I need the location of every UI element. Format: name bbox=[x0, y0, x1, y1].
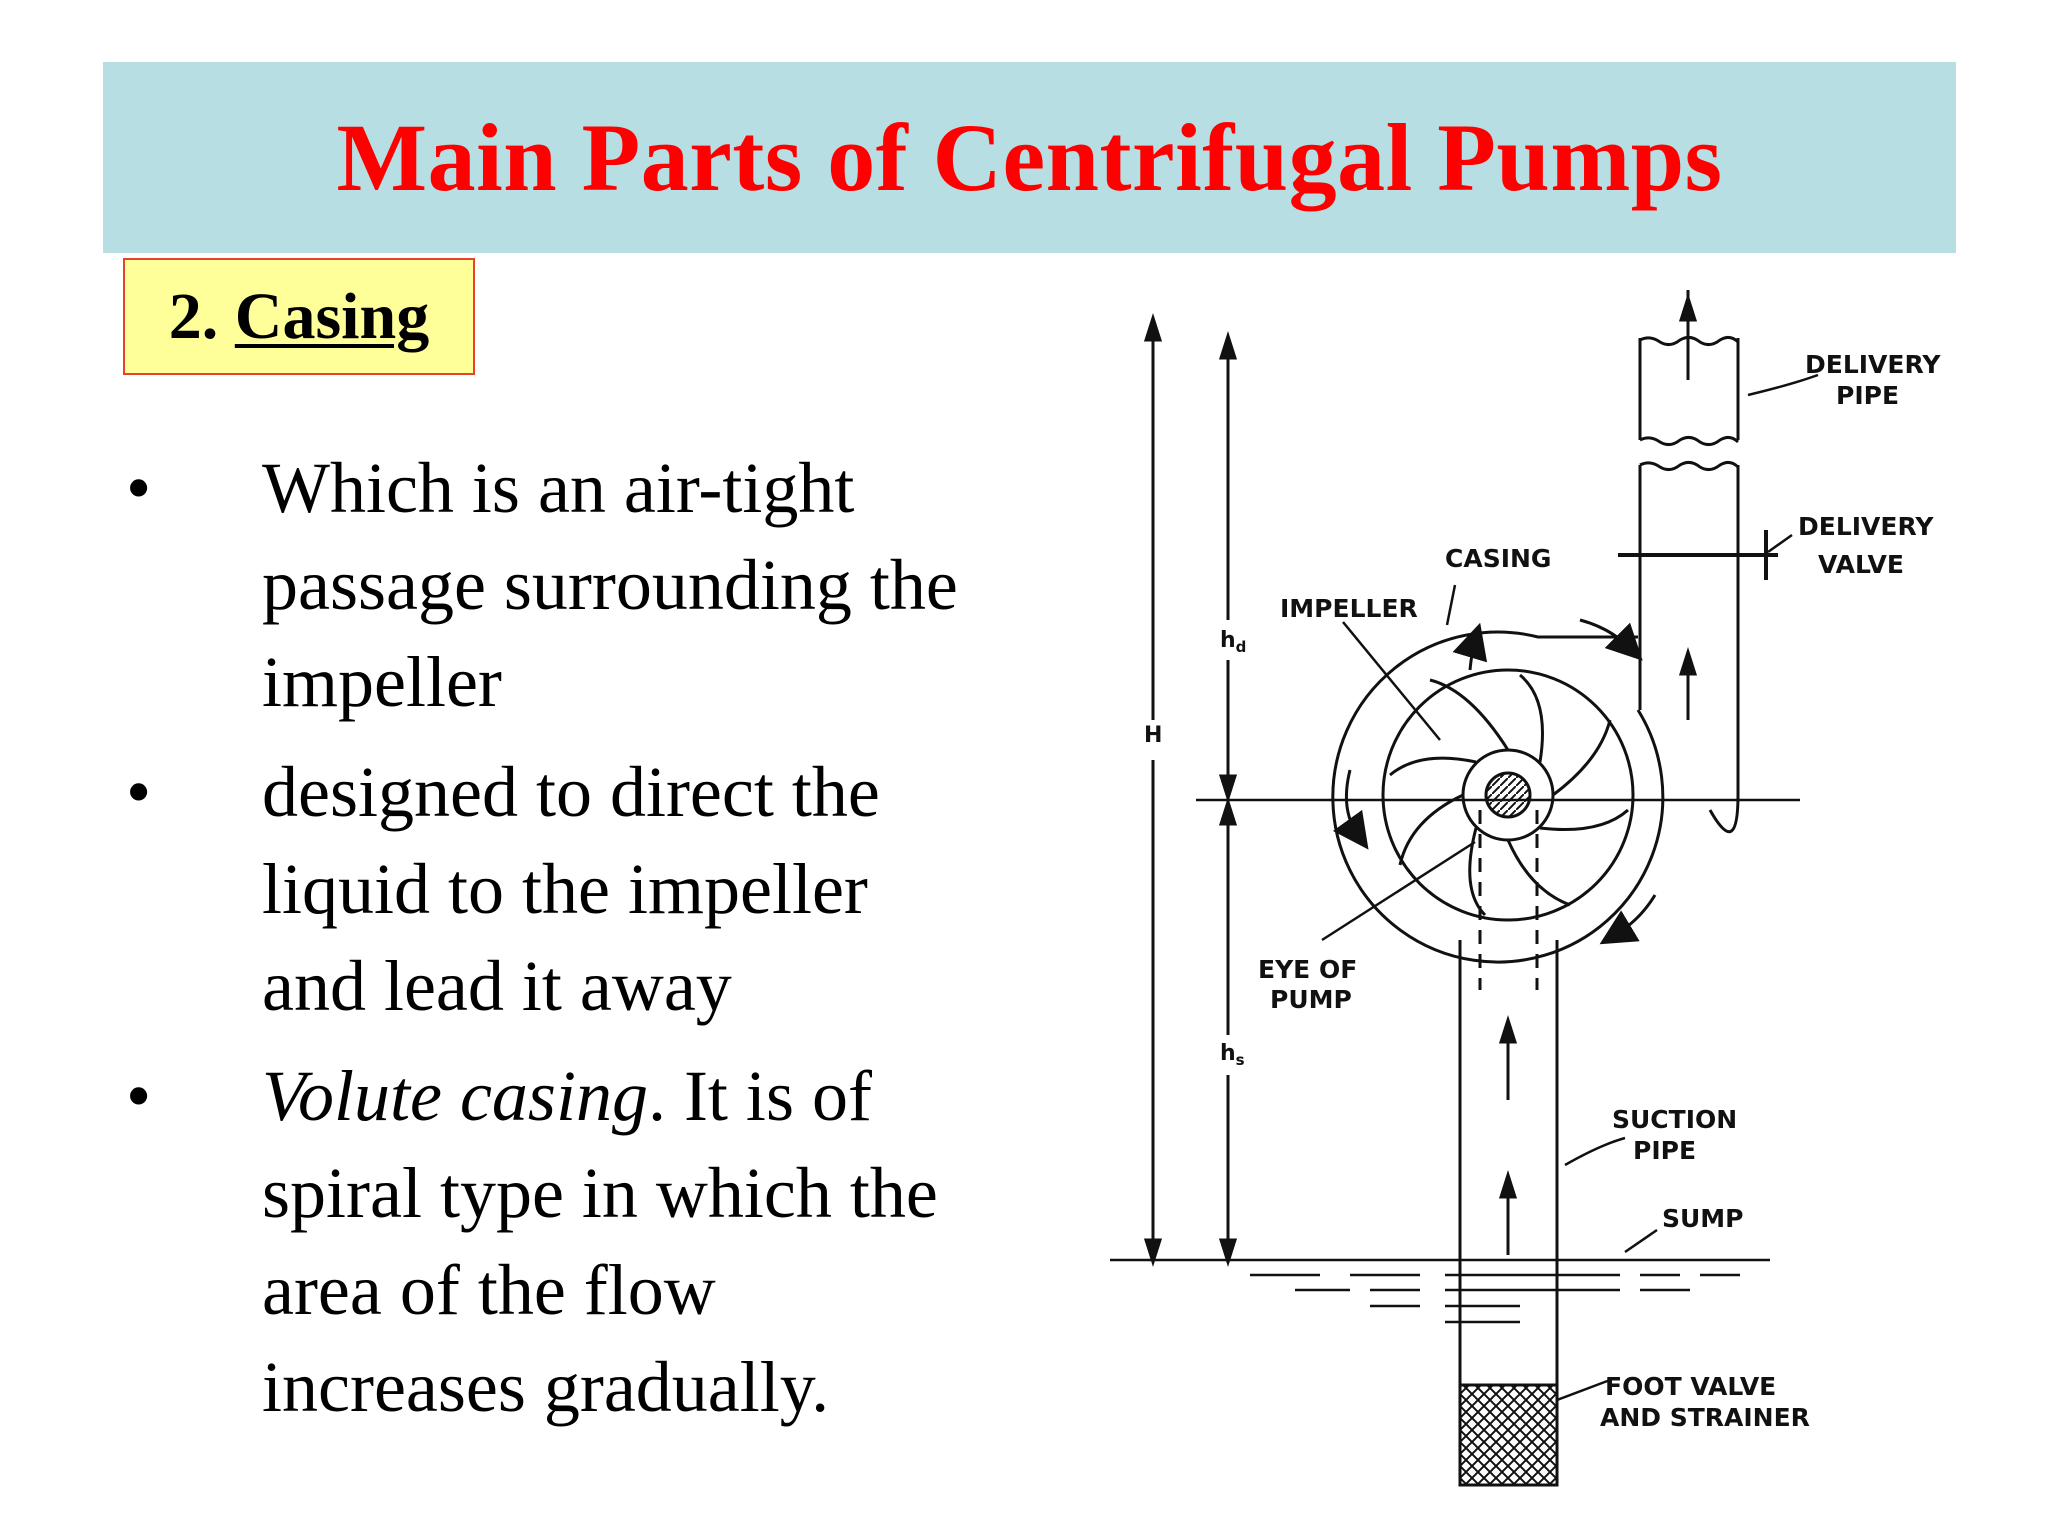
label-impeller: IMPELLER bbox=[1280, 594, 1418, 623]
label-sump: SUMP bbox=[1662, 1204, 1744, 1233]
svg-text:hs: hs bbox=[1220, 1041, 1245, 1069]
label-eye-of-pump: EYE OF bbox=[1258, 955, 1357, 984]
label-suction-pipe: SUCTION bbox=[1612, 1105, 1737, 1134]
leader-lines bbox=[1321, 373, 1819, 1402]
bullet-line: Which is an air-tight bbox=[262, 448, 855, 528]
label-H: H bbox=[1144, 723, 1162, 748]
section-title: Casing bbox=[234, 279, 430, 353]
suction-pipe bbox=[1458, 810, 1559, 1487]
delivery-valve bbox=[1618, 530, 1778, 580]
bullet-list: • Which is an air-tight passage surround… bbox=[120, 440, 1080, 1449]
svg-text:PUMP: PUMP bbox=[1270, 985, 1352, 1014]
pump-diagram: H hd hs bbox=[1110, 290, 1941, 1487]
bullet-item-2: • designed to direct the liquid to the i… bbox=[120, 744, 1080, 1035]
bullet-line: increases gradually. bbox=[262, 1347, 830, 1427]
sump-water bbox=[1110, 1258, 1770, 1324]
bullet-item-1: • Which is an air-tight passage surround… bbox=[120, 440, 1080, 731]
delivery-pipe bbox=[1638, 290, 1740, 834]
label-delivery-valve: DELIVERY bbox=[1798, 512, 1934, 541]
bullet-line: designed to direct the bbox=[262, 752, 880, 832]
svg-text:AND STRAINER: AND STRAINER bbox=[1600, 1403, 1810, 1432]
bullet-line: liquid to the impeller bbox=[262, 849, 868, 929]
label-delivery-pipe: DELIVERY bbox=[1805, 350, 1941, 379]
page-title: Main Parts of Centrifugal Pumps bbox=[336, 104, 1723, 211]
dimension-H: H bbox=[1140, 313, 1166, 1267]
bullet-line: area of the flow bbox=[262, 1250, 716, 1330]
bullet-dot: • bbox=[126, 752, 152, 832]
volute-casing bbox=[1331, 630, 1665, 964]
label-casing: CASING bbox=[1445, 544, 1551, 573]
title-bar: Main Parts of Centrifugal Pumps bbox=[103, 62, 1956, 253]
svg-text:PIPE: PIPE bbox=[1633, 1136, 1696, 1165]
bullet-line: . It is of bbox=[647, 1056, 872, 1136]
label-hd: h bbox=[1220, 628, 1236, 653]
bullet-line: passage surrounding the bbox=[262, 545, 958, 625]
bullet-line: and lead it away bbox=[262, 946, 732, 1026]
svg-text:hd: hd bbox=[1220, 628, 1246, 656]
label-hs: h bbox=[1220, 1041, 1236, 1066]
bullet-line: impeller bbox=[262, 642, 502, 722]
bullet-line: spiral type in which the bbox=[262, 1153, 938, 1233]
flow-arrows bbox=[1332, 618, 1657, 945]
italic-term: Volute casing bbox=[262, 1056, 648, 1136]
label-foot-valve: FOOT VALVE bbox=[1605, 1372, 1776, 1401]
section-number: 2. bbox=[168, 279, 219, 353]
section-heading-box: 2. Casing bbox=[123, 258, 475, 375]
bullet-dot: • bbox=[126, 448, 152, 528]
diagram-labels: DELIVERY PIPE DELIVERY VALVE CASING IMPE… bbox=[1258, 350, 1941, 1432]
svg-text:VALVE: VALVE bbox=[1818, 550, 1904, 579]
svg-text:PIPE: PIPE bbox=[1836, 381, 1899, 410]
section-heading: 2. Casing bbox=[169, 279, 429, 355]
foot-valve-strainer bbox=[1458, 1383, 1559, 1487]
bullet-dot: • bbox=[126, 1056, 152, 1136]
bullet-item-3: • Volute casing. It is of spiral type in… bbox=[120, 1048, 1080, 1436]
